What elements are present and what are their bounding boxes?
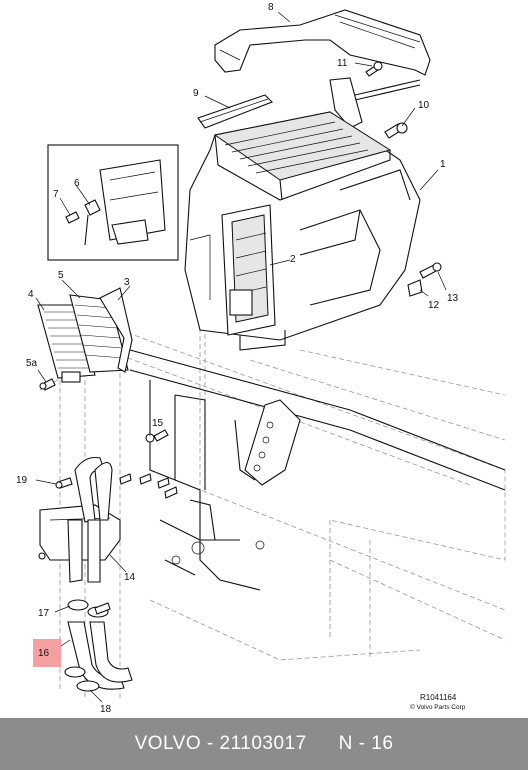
part-3-seal xyxy=(99,287,133,373)
callout-6: 6 xyxy=(74,178,80,189)
part-10-screw xyxy=(384,122,408,139)
drawing-reference: R1041164 xyxy=(420,693,457,702)
callout-12: 12 xyxy=(428,300,440,311)
small-bracket xyxy=(329,77,363,129)
clips xyxy=(119,473,178,499)
part-16-hoses xyxy=(67,621,133,690)
part-12-bushing xyxy=(407,279,423,297)
detail-inset xyxy=(47,144,179,261)
part-15-grommet xyxy=(145,429,169,443)
part-1-heater-housing xyxy=(184,111,421,341)
part-number: 21103017 xyxy=(219,733,307,754)
part-8-bracket xyxy=(214,9,431,101)
part-13-bolt xyxy=(419,262,442,279)
brand-name: VOLVO xyxy=(134,733,202,754)
callout-1: 1 xyxy=(440,159,446,170)
callout-5a: 5a xyxy=(26,358,38,369)
mounting-bracket xyxy=(244,399,301,486)
callout-19: 19 xyxy=(16,475,28,486)
part-footer-bar: VOLVO - 21103017 N - 16 xyxy=(0,718,528,770)
part-11-screw xyxy=(365,61,383,77)
callout-16: 16 xyxy=(38,648,50,659)
parts-diagram: 8 9 11 10 1 2 12 13 6 7 5 3 4 5a 15 19 1… xyxy=(16,2,506,715)
callout-9: 9 xyxy=(193,88,199,99)
callout-10: 10 xyxy=(418,100,430,111)
callout-labels: 8 9 11 10 1 2 12 13 6 7 5 3 4 5a 15 19 1… xyxy=(16,2,459,715)
crossmember xyxy=(129,349,506,591)
callout-13: 13 xyxy=(447,293,459,304)
callout-18: 18 xyxy=(100,704,112,715)
callout-11: 11 xyxy=(337,58,348,69)
callout-3: 3 xyxy=(124,277,130,288)
part-17-clamps xyxy=(67,599,111,618)
callout-8: 8 xyxy=(268,2,274,13)
copyright-notice: © Volvo Parts Corp xyxy=(410,703,466,711)
part-2-heater-core xyxy=(221,204,286,351)
callout-2: 2 xyxy=(290,254,296,265)
callout-5: 5 xyxy=(58,270,64,281)
callout-15: 15 xyxy=(152,418,164,429)
separator: - xyxy=(206,733,214,754)
part-16-highlight xyxy=(33,639,61,667)
callout-4: 4 xyxy=(28,289,34,300)
section-reference: N - 16 xyxy=(338,733,394,754)
leader-lines xyxy=(35,11,447,703)
part-4-filter xyxy=(37,304,96,383)
callout-17: 17 xyxy=(38,608,50,619)
heater-pipes xyxy=(67,456,113,583)
part-19-screw xyxy=(55,477,73,489)
part-9-strip xyxy=(197,94,273,129)
part-5a-screw xyxy=(39,378,56,391)
callout-14: 14 xyxy=(124,572,136,583)
part-18-clamps xyxy=(64,666,100,692)
callout-7: 7 xyxy=(53,189,59,200)
